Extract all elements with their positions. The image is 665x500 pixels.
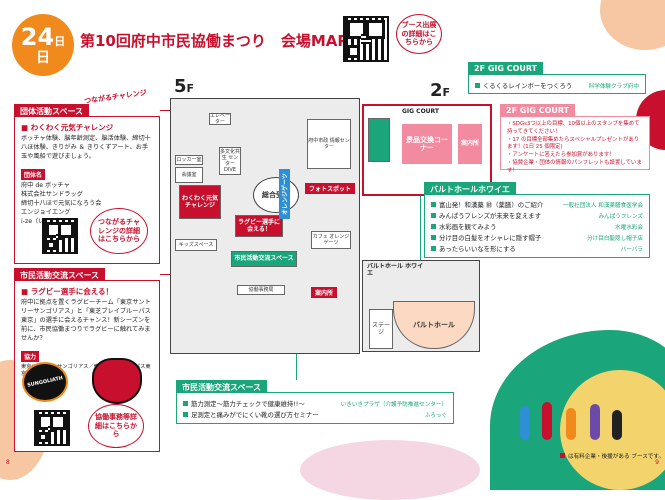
- gig-info-line: ・17 の目標全部集めたらスペシャルプレゼントがあります！(1日 25 個限定): [507, 136, 640, 151]
- hall-foyer-label: バルトホール ホワイエ: [367, 263, 424, 278]
- gig-court-title: GIG COURT: [402, 108, 439, 115]
- room-meeting[interactable]: 会議室: [175, 167, 203, 183]
- floor-2f-label: 2F: [430, 80, 451, 101]
- room-waku[interactable]: わくわく元気チャレンジ: [179, 185, 221, 219]
- foyer-item: 分け目の白髪をオシャレに隠す帽子分け目白髪隠し帽子店: [431, 233, 643, 242]
- room-reception[interactable]: 総合受付: [253, 177, 299, 213]
- room-kids[interactable]: キッズスペース: [175, 239, 217, 251]
- gig-guide[interactable]: 案内所: [458, 124, 482, 164]
- date-badge: 24日 日: [12, 14, 74, 76]
- room-cafe[interactable]: カフェ オレンジゲーツ: [311, 231, 351, 249]
- foyer-item: あったらいいなを形にするバーバラ: [431, 244, 643, 253]
- weekday: 日: [36, 50, 50, 66]
- group-org-list: 府中 de ボッチャ 株式会社サンドラッグ 締切十八ほで元気になろう会 エンジョ…: [21, 181, 102, 225]
- citizen-bottom-item: 足測定と痛みがでにくい靴の選び方セミナーふろっぐ: [183, 410, 447, 419]
- citizen-left-header: 市民活動交流スペース: [14, 268, 106, 283]
- gig-top-box: くるくるレインボーをつくろう科学体験クラブ府中: [468, 74, 646, 94]
- room-locker[interactable]: ロッカー室: [175, 155, 203, 165]
- coop-qr-bubble: 協働事務等詳細はこちらから: [88, 404, 144, 448]
- rainbow-row: くるくるレインボーをつくろう科学体験クラブ府中: [475, 81, 639, 90]
- gig-info-header: 2F GIG COURT: [500, 104, 576, 117]
- gig-info-line: ・アンケートに答えたら参加賞があります！: [507, 152, 615, 159]
- guide-tag[interactable]: 案内所: [311, 287, 338, 298]
- coop-chip: 協力: [21, 350, 40, 362]
- coop-qr-code[interactable]: [34, 410, 70, 446]
- foyer-item: 水彩画を観てみよう水曜水彩会: [431, 222, 643, 231]
- date-unit: 日: [54, 35, 66, 48]
- gig-info-line: ・協賛企業・団体の情報のパンフレットも設置しています！: [507, 160, 642, 174]
- floor-5f-label: 5F: [174, 76, 195, 97]
- group-tagline: つながるチャレンジ: [83, 88, 148, 106]
- date-number: 24: [20, 23, 55, 51]
- room-multicultural[interactable]: 多文化共生 センター DIVE: [219, 147, 241, 175]
- connector-line: [420, 190, 422, 260]
- footer-note: は有料企業・後援がある ブースです。: [560, 452, 664, 460]
- citizen-bottom-item: 筋力測定～筋力チェックで健康維持!!～いきいきプラザ（介護予防推進センター）: [183, 399, 447, 408]
- rugby-item-title: ■ ラグビー選手に会える！: [21, 287, 113, 296]
- hall-main[interactable]: バルトホール: [393, 301, 475, 349]
- brave-lupus-logo: [92, 358, 142, 404]
- foyer-item: みんぱうフレンズが未来を変えますみんぱうフレンズ: [431, 211, 643, 220]
- page-number-right: 9: [655, 459, 659, 466]
- gig-info-box: ・SDGs3つ以上の目標、10個以上のスタンプを集めて持ってきてください！ ・1…: [500, 116, 650, 174]
- gig-info-line: ・SDGs3つ以上の目標、10個以上のスタンプを集めて持ってきてください！: [507, 121, 640, 135]
- people-illustration: [520, 400, 630, 444]
- prize-exchange-corner[interactable]: 景品交換コーナー: [402, 124, 452, 164]
- hall-stage[interactable]: ステージ: [369, 309, 393, 349]
- group-section-header: 団体活動スペース: [14, 104, 90, 119]
- foyer-header: バルトホールホワイエ: [424, 182, 516, 197]
- sungoliath-logo: SUNGOLIATH: [22, 362, 68, 402]
- booth-qr-code[interactable]: [343, 16, 389, 62]
- room-info-center[interactable]: 府中市政 情報センター: [307, 119, 351, 169]
- room-citizen-space[interactable]: 市民活動交流スペース: [231, 251, 297, 267]
- gig-court-stage[interactable]: [368, 118, 390, 162]
- gig-top-header: 2F GIG COURT: [468, 62, 544, 75]
- floor-2f-map: GIG COURT 景品交換コーナー 案内所: [362, 98, 492, 198]
- connector-line: [160, 110, 174, 112]
- citizen-bottom-box: 筋力測定～筋力チェックで健康維持!!～いきいきプラザ（介護予防推進センター） 足…: [176, 392, 454, 424]
- decor-blob-top-right: [600, 0, 665, 50]
- foyer-box: 富山発！和漢藥 ㊖（薬膳）のご紹介一般社団法人 和漢薬膳食医学会 みんぱうフレン…: [424, 194, 650, 258]
- citizen-bottom-header: 市民活動交流スペース: [176, 380, 268, 395]
- foyer-item: 富山発！和漢藥 ㊖（薬膳）のご紹介一般社団法人 和漢薬膳食医学会: [431, 200, 643, 209]
- decor-blob-bottom-center: [300, 440, 480, 500]
- page-number-left: 8: [6, 459, 10, 466]
- group-qr-code[interactable]: [42, 218, 78, 254]
- rugby-body: 府中に拠点を置くラグビーチーム「東京サントリーサンゴリアス」と「東芝ブレイブルー…: [21, 299, 151, 342]
- room-elevator[interactable]: エレベーター: [209, 113, 231, 125]
- page-title: 第10回府中市民協働まつり 会場MAP: [80, 32, 349, 50]
- group-name-chip: 団体名: [21, 168, 46, 180]
- floor-5f-map: ロッカー室 会議室 エレベーター 多文化共生 センター DIVE 府中市政 情報…: [170, 98, 360, 354]
- waku-item-title: ■ わくわく元気チャレンジ: [21, 123, 114, 132]
- orange-gates-tag[interactable]: オレンジゲーツ: [279, 169, 290, 219]
- waku-body: ボッチャ体験、脳年齢測定、脳活体験、締切十八ほ体験、きりがみ ＆ きりくずアート…: [21, 135, 151, 160]
- room-rugby[interactable]: ラグビー選手に会える！: [235, 215, 283, 237]
- baltic-hall-map: バルトホール ホワイエ ステージ バルトホール: [362, 260, 480, 352]
- group-qr-bubble: つながるチャレンジの詳細はこちらから: [90, 208, 148, 254]
- booth-info-bubble: ブース出展の詳細はこちらから: [396, 14, 442, 54]
- room-office[interactable]: 協働事務局: [237, 285, 285, 295]
- photo-spot-tag[interactable]: フォトスポット: [305, 183, 356, 194]
- sungoliath-logo-text: SUNGOLIATH: [26, 375, 64, 389]
